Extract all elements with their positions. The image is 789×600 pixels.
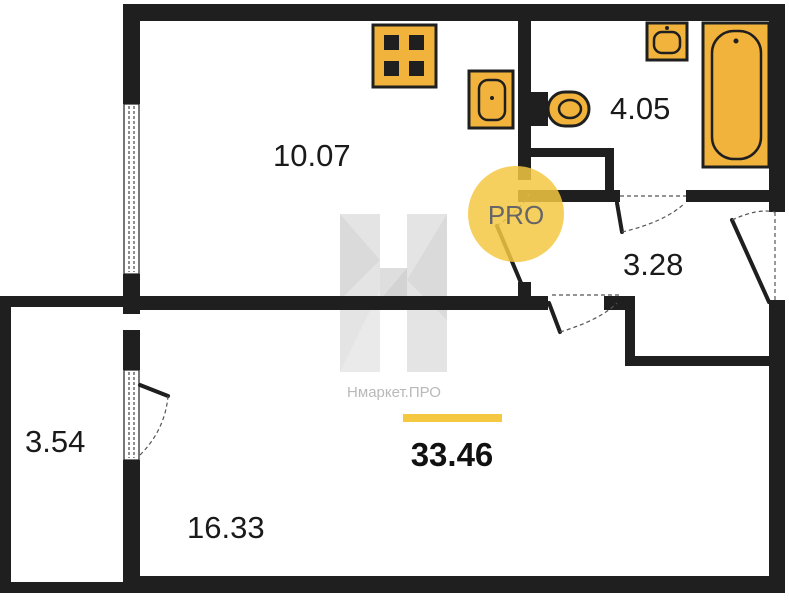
total-area-accent-bar: [403, 414, 502, 422]
toilet-icon: [531, 90, 591, 128]
room-label-hallway: 3.28: [623, 247, 683, 282]
kitchen-sink-icon: [467, 69, 515, 130]
pro-badge: PRO: [468, 166, 564, 262]
door-living: [547, 294, 620, 334]
door-bathroom: [615, 195, 686, 234]
room-label-balcony: 3.54: [25, 424, 85, 459]
room-label-living: 16.33: [187, 510, 265, 545]
room-label-kitchen: 10.07: [273, 138, 351, 173]
door-entrance: [730, 210, 776, 304]
pro-badge-text: PRO: [488, 200, 544, 230]
walls: [0, 4, 785, 593]
room-label-bathroom: 4.05: [610, 91, 670, 126]
brand-watermark: Нмаркет.ПРО: [347, 384, 441, 401]
window-kitchen: [123, 103, 140, 275]
window-living: [123, 369, 140, 461]
door-balcony: [138, 383, 170, 456]
bathtub-icon: [701, 21, 771, 169]
h-logo-icon: [340, 214, 447, 372]
total-area: 33.46: [411, 436, 494, 473]
bath-sink-icon: [645, 21, 689, 62]
stove-icon: [371, 23, 438, 89]
